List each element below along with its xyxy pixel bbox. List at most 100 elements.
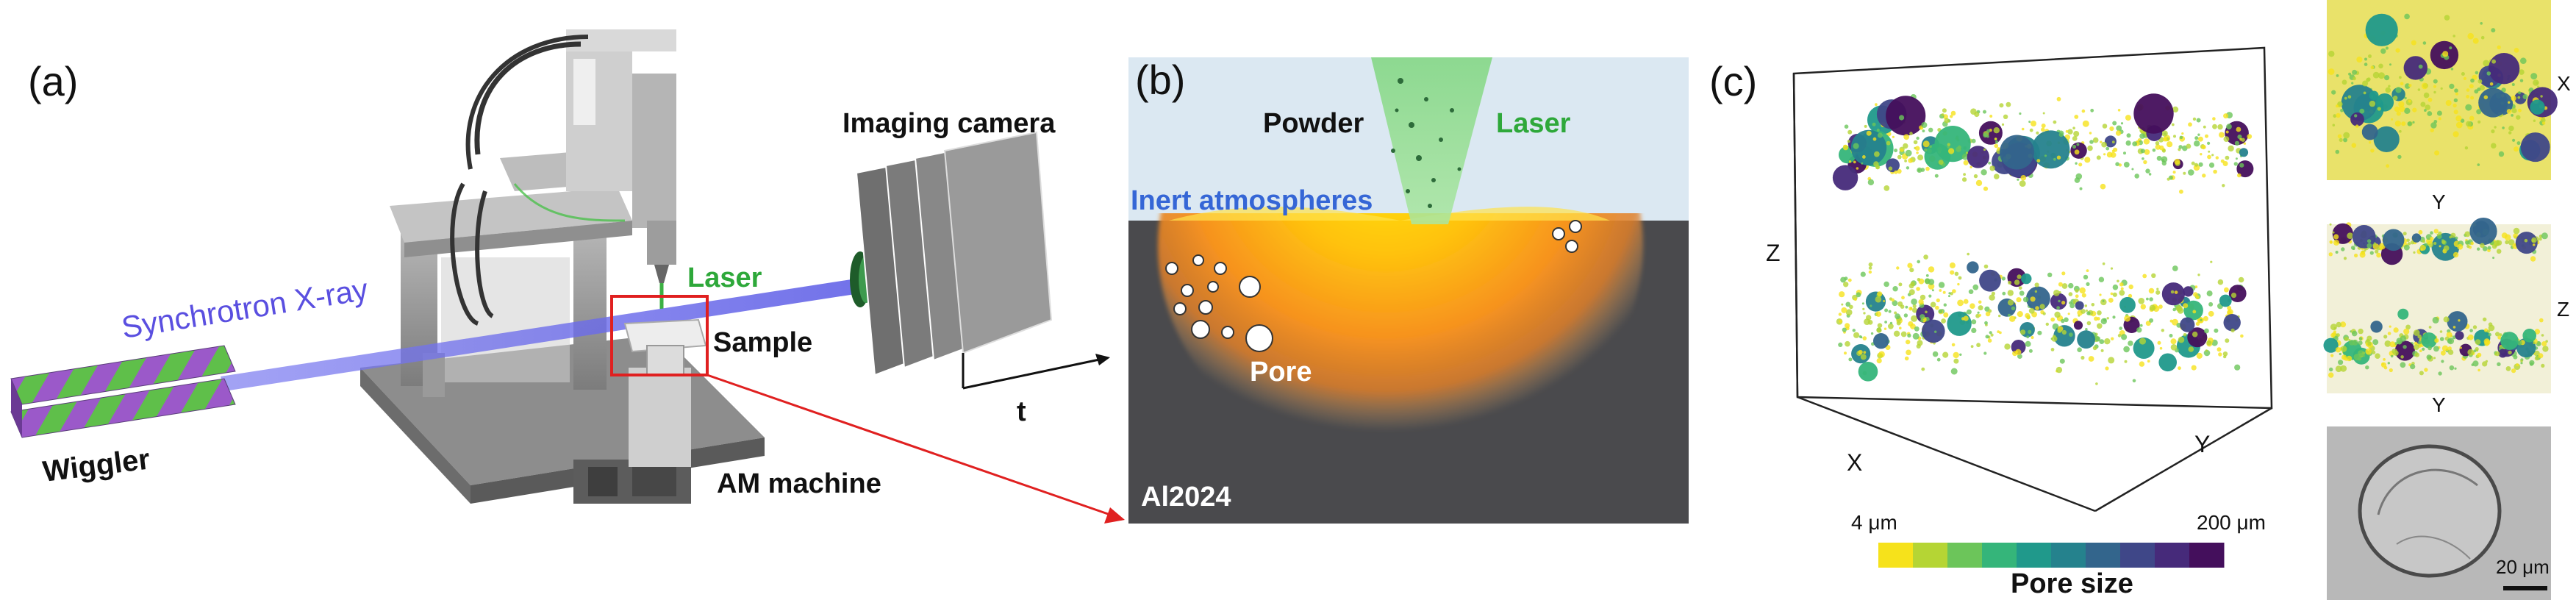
pore-dot (2407, 242, 2411, 246)
pore-dot (2336, 333, 2340, 338)
pore-dot (2347, 95, 2352, 99)
pore-dot (1842, 327, 1847, 332)
pore-dot (2466, 95, 2470, 99)
pore-dot (2123, 162, 2130, 168)
pore-dot (2488, 53, 2520, 85)
pore-dot (2495, 332, 2500, 337)
pore-dot (2403, 232, 2407, 236)
pore-dot (2500, 332, 2519, 350)
pore-dot (1894, 311, 1897, 315)
colorbar-segment (1913, 543, 1948, 568)
pore-dot (2237, 173, 2242, 178)
pore-dot (2382, 229, 2405, 251)
pore-dot (1944, 118, 1950, 124)
pore-dot (2358, 340, 2363, 346)
pore-dot (2475, 339, 2481, 345)
pore-dot (1925, 310, 1928, 314)
pore-dot (2247, 134, 2253, 140)
pore-dot (2517, 96, 2521, 99)
side-view-pores (2323, 218, 2549, 378)
pore-dot (2223, 113, 2229, 119)
pore-dot (2351, 330, 2358, 337)
atmosphere-label: Inert atmospheres (1131, 185, 1373, 216)
pore-dot (1875, 296, 1882, 303)
pore-dot (2477, 368, 2480, 372)
pore-dot (1876, 327, 1882, 333)
pore-dot (2152, 149, 2156, 152)
pore-dot (2389, 341, 2396, 348)
pore-dot (2042, 112, 2045, 115)
pore-dot (2142, 274, 2147, 279)
pore-dot (2188, 169, 2194, 176)
pore-dot (1848, 357, 1853, 362)
pore-dot (2034, 290, 2038, 293)
pore-dot (2367, 342, 2372, 346)
pore-dot (1981, 169, 1987, 176)
pore-dot (2146, 297, 2149, 301)
pore-dot (2021, 127, 2025, 131)
pore-dot (2144, 149, 2150, 155)
pore-dot (2227, 309, 2233, 315)
pore-dot (2452, 103, 2457, 108)
pore-dot (2102, 262, 2105, 265)
pore-dot (2138, 298, 2144, 304)
pore-dot (2384, 340, 2391, 347)
pore-dot (2412, 121, 2415, 124)
pore-dot (2029, 128, 2033, 132)
pore-dot (1838, 342, 1843, 347)
pore-dot (2478, 88, 2508, 118)
pore-dot (2465, 240, 2469, 245)
pore-dot (2097, 310, 2102, 315)
pore-dot (2539, 238, 2542, 241)
pore-dot (2006, 101, 2011, 107)
pore-dot (2119, 326, 2122, 330)
pore-dot (2079, 187, 2083, 190)
pore-dot (2370, 149, 2375, 153)
pore-dot (1862, 307, 1865, 310)
pore-dot (1883, 281, 1889, 288)
pore-dot (2105, 366, 2109, 371)
pore-dot (2228, 145, 2234, 152)
pore-dot (2222, 161, 2228, 166)
pore-dot (2466, 121, 2472, 127)
pore-dot (2112, 121, 2117, 126)
pore-dot (2491, 129, 2495, 134)
pore-dot (1983, 351, 1987, 355)
pore-dot (2483, 60, 2490, 67)
pore-dot (1991, 291, 1995, 296)
pore-dot (2372, 71, 2380, 79)
pore-dot (1896, 266, 1900, 270)
pore-dot (2158, 145, 2164, 151)
pore-dot (2341, 85, 2378, 121)
pore-dot (2467, 349, 2475, 356)
pore-dot (2028, 121, 2031, 124)
pore-dot (2458, 319, 2461, 322)
pore-dot (1935, 305, 1939, 310)
pore-dot (1928, 294, 1932, 298)
pore-dot (1916, 151, 1919, 154)
powder-label: Powder (1263, 108, 1364, 139)
pore-dot (2407, 121, 2412, 126)
pore-dot (2442, 51, 2449, 57)
laser-cone (1371, 57, 1492, 224)
pore-dot (2501, 88, 2506, 93)
pore-dot (2022, 296, 2029, 303)
pore-dot (1892, 286, 1898, 292)
pore-dot (2341, 79, 2347, 85)
pore-dot (2336, 104, 2339, 108)
pore-dot (2522, 329, 2536, 343)
pore-dot (2477, 120, 2481, 124)
pore-dot (2110, 267, 2114, 270)
pore-dot (1888, 310, 1892, 313)
pore-dot (2419, 349, 2422, 353)
pore-dot (1963, 160, 1969, 165)
pore-dot (2174, 158, 2180, 165)
pore-dot (1838, 312, 1842, 316)
pore-dot (2128, 293, 2133, 299)
pore-dot (1841, 303, 1844, 306)
pore-dot (2335, 251, 2339, 254)
pore-dot (2001, 123, 2005, 126)
pore-dot (2102, 299, 2105, 302)
pore-dot (2222, 351, 2228, 357)
pore-dot (2399, 76, 2402, 79)
